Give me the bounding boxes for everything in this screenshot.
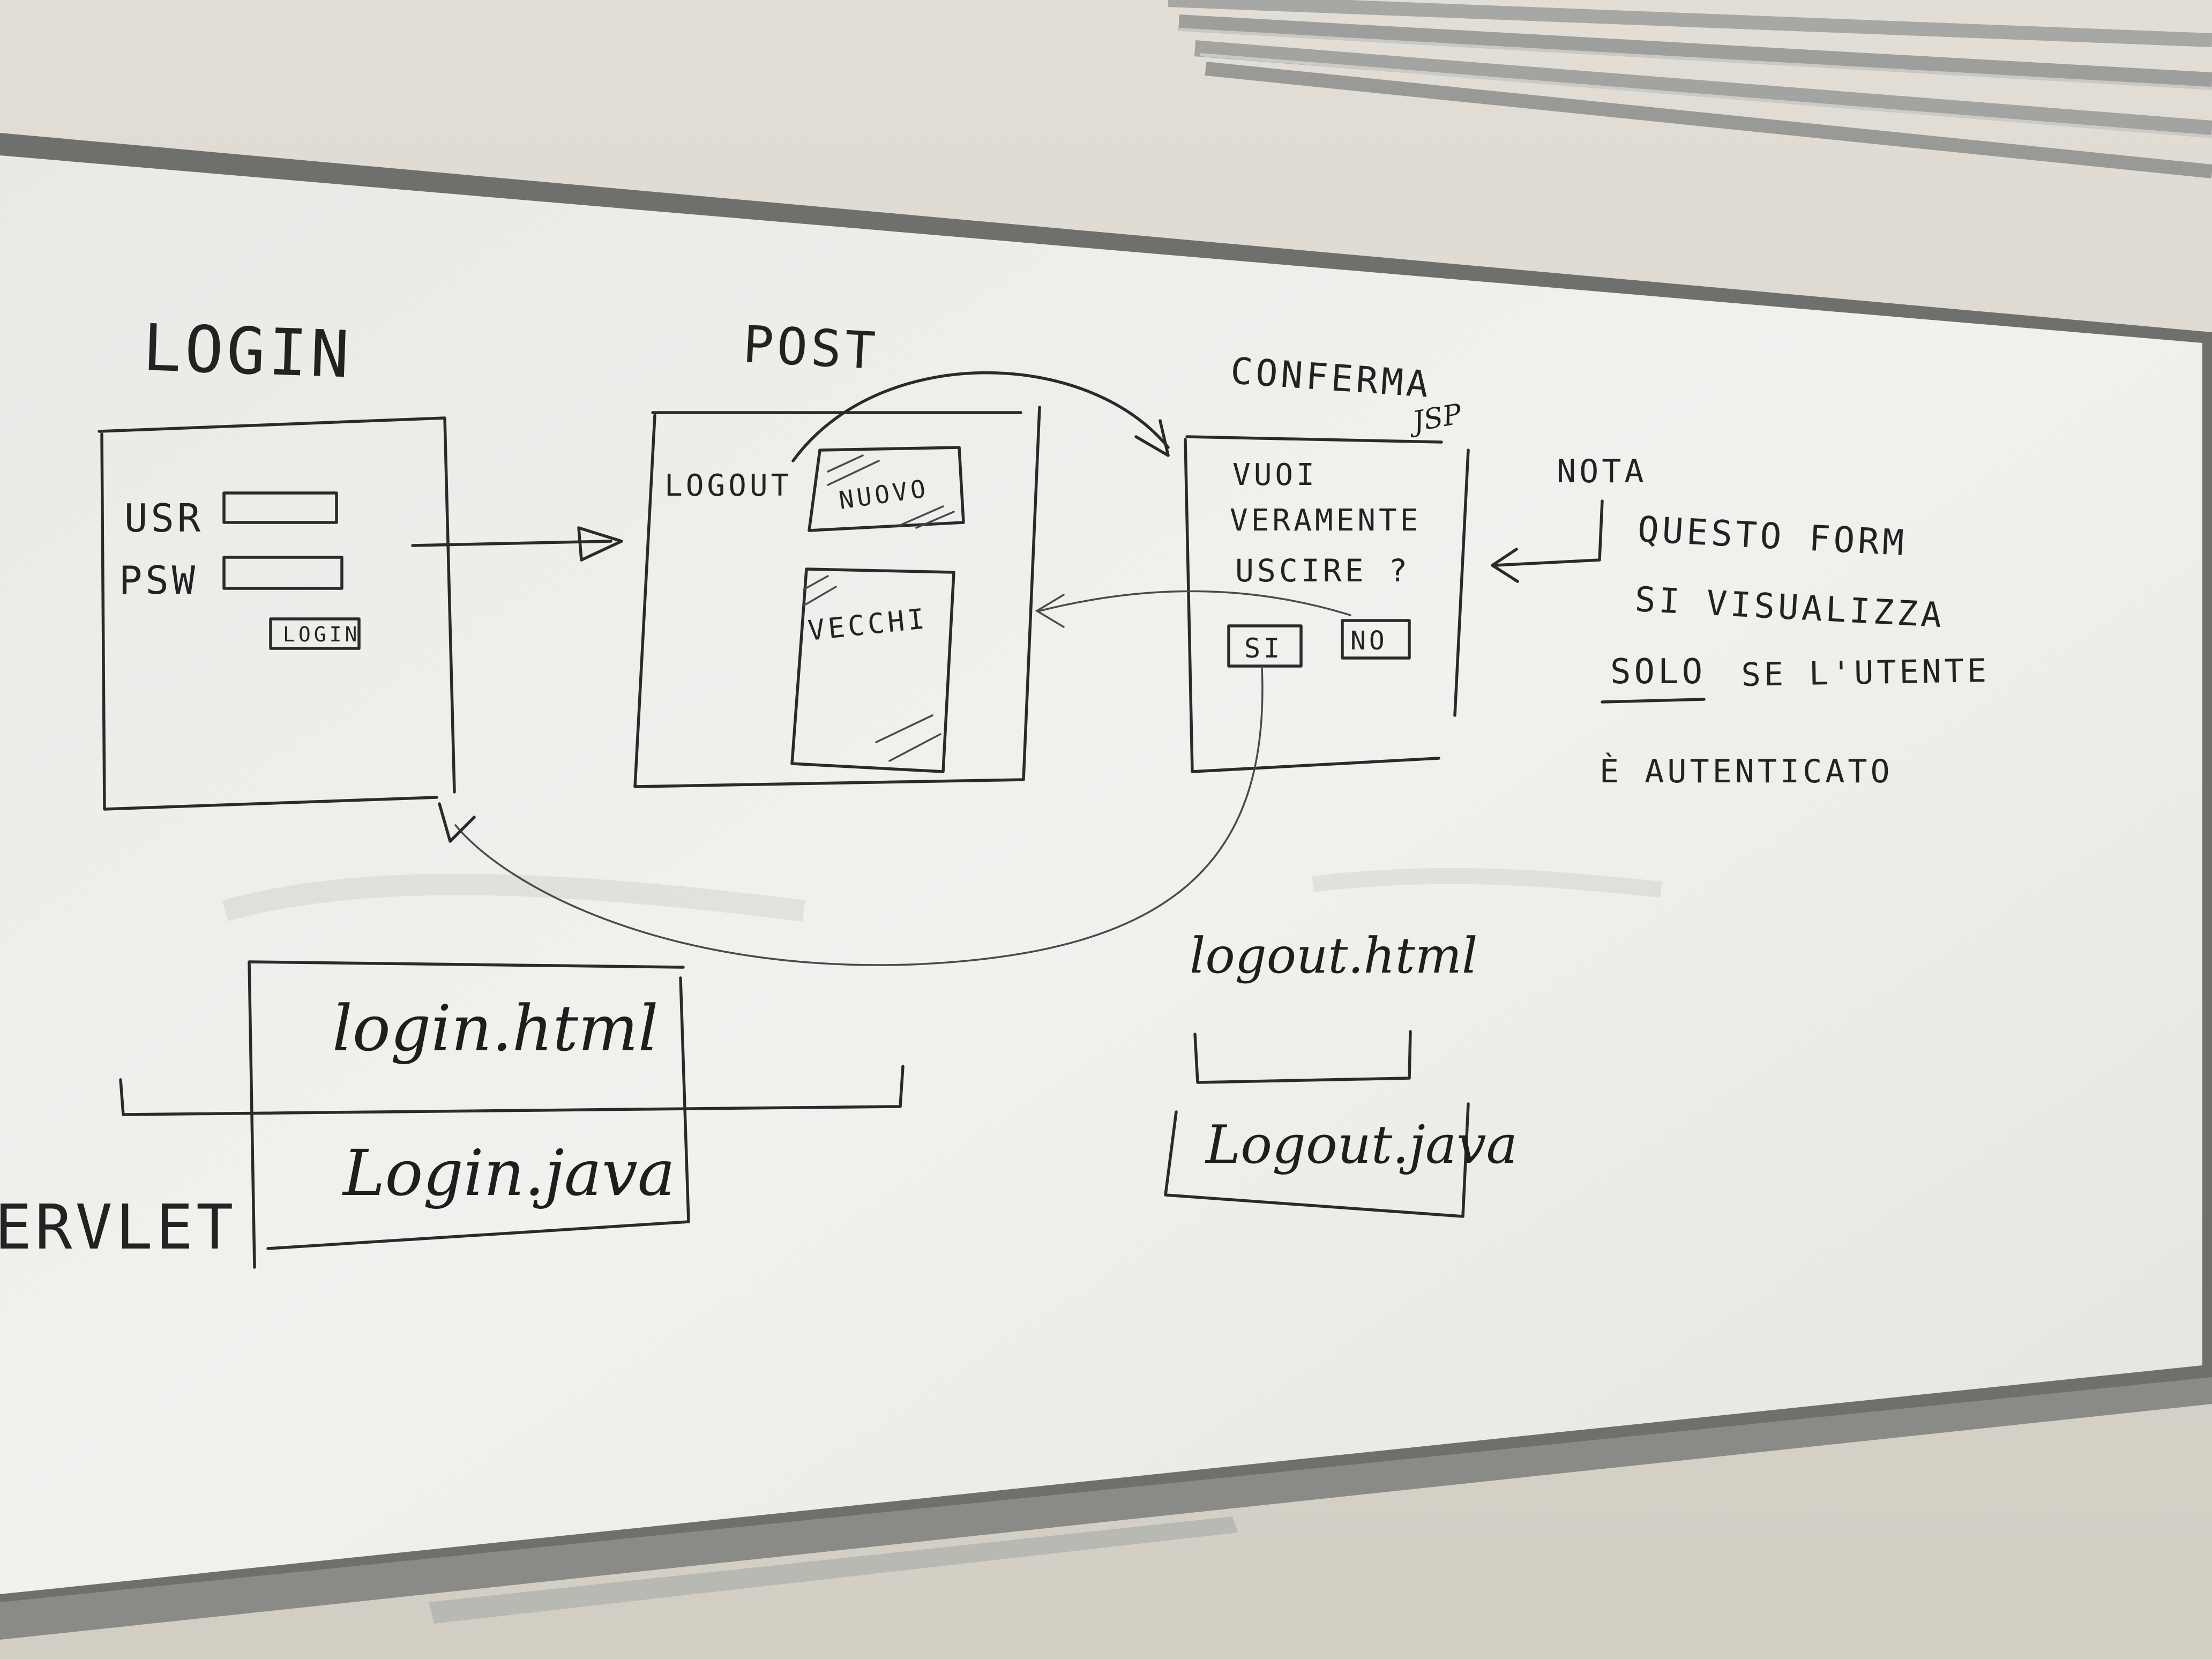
no-label: NO <box>1350 626 1388 656</box>
arrow-post-to-conferma <box>791 371 1170 462</box>
login-button-label: LOGIN <box>283 623 360 646</box>
marker-tray <box>0 1377 2212 1640</box>
login-button-sketch <box>269 617 361 650</box>
note-line3-underlined: SOLO <box>1610 652 1706 692</box>
arrow-note-to-conferma <box>1491 499 1604 583</box>
usr-label: USR <box>124 496 204 541</box>
login-wireframe: LOGIN USR PSW LOGIN <box>98 311 456 811</box>
conferma-box <box>1184 435 1470 773</box>
post-logout-label: LOGOUT <box>664 468 792 503</box>
post-title: POST <box>742 315 880 381</box>
post-box <box>633 406 1041 788</box>
login-files: login.html Login.java ERVLET <box>0 960 905 1269</box>
si-label: SI <box>1244 633 1283 664</box>
note-line3-rest: SE L'UTENTE <box>1741 652 1990 694</box>
arrow-si-to-login <box>438 666 1264 966</box>
nuovo-box <box>808 446 965 532</box>
conferma-wireframe: CONFERMA JSP VUOI VERAMENTE USCIRE ? SI … <box>1184 350 1470 773</box>
note: NOTA QUESTO FORM SI VISUALIZZA SOLO SE L… <box>1557 453 1990 790</box>
question-line3: USCIRE ? <box>1235 552 1410 589</box>
question-line2: VERAMENTE <box>1230 503 1421 538</box>
servlet-label: ERVLET <box>0 1192 236 1264</box>
logout-files: logout.html Logout.java <box>1164 927 1518 1218</box>
logout-java-label: Logout.java <box>1205 1115 1518 1176</box>
login-html-label: login.html <box>332 991 659 1065</box>
note-heading: NOTA <box>1557 453 1647 490</box>
logout-html-label: logout.html <box>1190 927 1477 984</box>
question-line1: VUOI <box>1232 458 1318 492</box>
arrow-no-to-post <box>1035 590 1351 628</box>
psw-field <box>222 556 343 590</box>
no-button-sketch <box>1341 619 1411 660</box>
vecchi-box <box>790 567 955 773</box>
wall-pipes <box>1168 0 2212 178</box>
login-java-label: Login.java <box>342 1136 675 1210</box>
si-button-sketch <box>1227 624 1303 668</box>
psw-label: PSW <box>119 558 198 603</box>
usr-field <box>222 491 338 524</box>
whiteboard-surface <box>0 155 2202 1594</box>
erased-ghost-marks <box>222 868 1662 922</box>
tray-ledge <box>429 1516 1238 1624</box>
login-box <box>98 416 456 811</box>
arrow-login-to-post <box>411 526 623 562</box>
login-title: LOGIN <box>141 311 354 393</box>
note-line4: È AUTENTICATO <box>1600 752 1893 790</box>
